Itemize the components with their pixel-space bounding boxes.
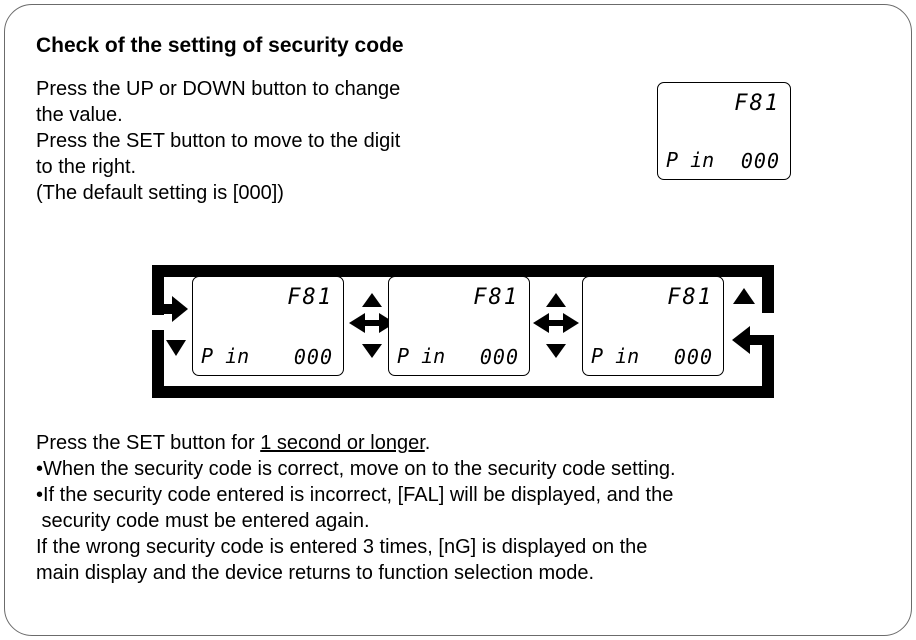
lcd-display-step-1: F81 P in 000 [192,276,344,376]
content-frame [4,4,912,636]
lcd-code: 000 [479,345,519,369]
set-button-instruction: Press the SET button for 1 second or lon… [36,430,896,456]
intro-text: Press the UP or DOWN button to change th… [36,76,576,206]
instruction-prefix: Press the SET button for [36,432,261,454]
lcd-display-step-2: F81 P in 000 [388,276,530,376]
intro-line: (The default setting is [000]) [36,182,284,204]
lcd-display-step-3: F81 P in 000 [582,276,724,376]
intro-line: Press the SET button to move to the digi… [36,130,401,152]
lcd-display-example: F81 P in 000 [657,82,791,180]
lcd-code: 000 [293,345,333,369]
lcd-label: P in [201,344,250,368]
lcd-top-text: F81 [473,285,519,310]
lcd-top-text: F81 [287,285,333,310]
lcd-code: 000 [673,345,713,369]
lcd-top-text: F81 [667,285,713,310]
lcd-top-text: F81 [734,91,780,116]
lcd-label: P in [397,344,446,368]
instruction-suffix: . [424,432,431,454]
note-line: main display and the device returns to f… [36,562,595,584]
intro-line: to the right. [36,156,137,178]
bullet-incorrect-code: •If the security code entered is incorre… [36,484,674,506]
bullet-incorrect-code-cont: security code must be entered again. [36,510,370,532]
lcd-label: P in [591,344,640,368]
lcd-label: P in [666,148,715,172]
lcd-code: 000 [740,149,780,173]
instructions-text: Press the SET button for 1 second or lon… [36,430,896,586]
bullet-correct-code: •When the security code is correct, move… [36,458,676,480]
section-title: Check of the setting of security code [36,34,404,57]
note-line: If the wrong security code is entered 3 … [36,536,648,558]
intro-line: the value. [36,104,123,126]
intro-line: Press the UP or DOWN button to change [36,78,401,100]
instruction-duration: 1 second or longer [260,432,425,454]
